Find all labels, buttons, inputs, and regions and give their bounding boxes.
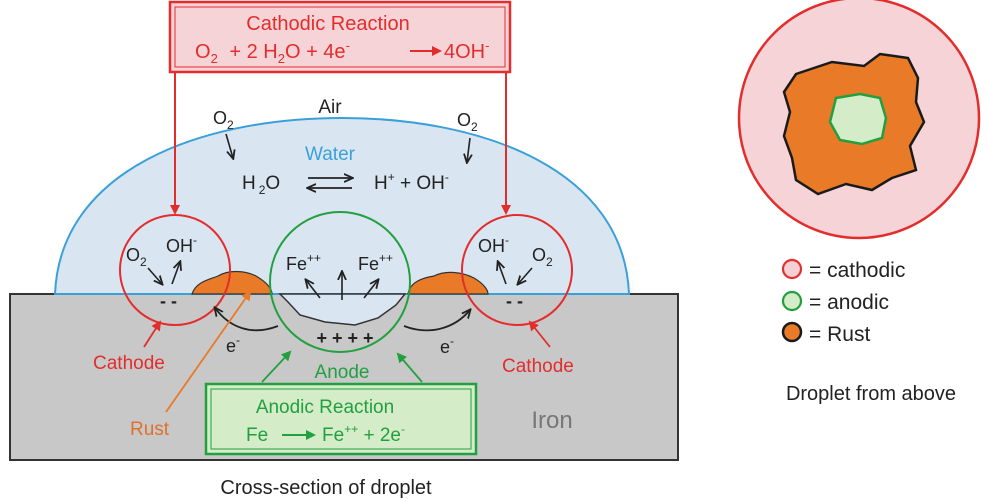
anode-positive-charges: + + + + bbox=[316, 328, 373, 348]
electron-label-left: e- bbox=[226, 333, 240, 356]
water-equation-right: H+ + OH- bbox=[374, 170, 449, 194]
o2-arrow-left bbox=[225, 133, 233, 158]
equilibrium-arrows bbox=[308, 178, 352, 188]
rust-label-arrow bbox=[165, 290, 252, 413]
electron-arrow-right bbox=[403, 310, 470, 332]
anode-arrow-right bbox=[396, 352, 423, 383]
cathode-circle-right bbox=[461, 214, 573, 326]
legend: = cathodic = anodic = Rust bbox=[781, 258, 905, 346]
anodic-reaction-reactant: Fe bbox=[246, 425, 268, 446]
rust-deposit-right bbox=[407, 271, 489, 295]
anodic-reaction-box bbox=[204, 382, 478, 456]
cathode-right-oh: OH- bbox=[478, 233, 509, 256]
cathode-left-negative-charges: - - bbox=[160, 291, 177, 311]
electron-arrow-left bbox=[215, 308, 279, 332]
water-droplet bbox=[53, 116, 631, 295]
legend-anodic-label: = anodic bbox=[809, 291, 889, 314]
anode-label: Anode bbox=[315, 362, 370, 383]
legend-rust-swatch bbox=[781, 321, 803, 343]
legend-cathodic-swatch bbox=[781, 258, 803, 280]
legend-anodic-swatch bbox=[781, 290, 803, 312]
cathode-right-arrow-o2 bbox=[518, 267, 533, 284]
cathodic-reaction-box bbox=[168, 0, 512, 74]
cathode-label-arrow-left bbox=[143, 320, 162, 348]
cathodic-reaction-product: 4OH- bbox=[444, 38, 489, 63]
cathode-left-arrow-oh bbox=[171, 262, 180, 285]
rust-label: Rust bbox=[130, 419, 170, 440]
cathode-right-negative-charges: - - bbox=[506, 291, 523, 311]
anode-fe-arrows bbox=[306, 272, 378, 300]
cathode-circle-left bbox=[119, 214, 231, 326]
top-view-anode-area bbox=[828, 92, 888, 146]
anodic-pit bbox=[278, 293, 407, 326]
cathode-right-o2: O2 bbox=[532, 245, 553, 269]
anode-arrow-left bbox=[261, 350, 292, 383]
electron-label-right: e- bbox=[440, 334, 454, 357]
water-label: Water bbox=[305, 144, 356, 165]
iron-label: Iron bbox=[531, 407, 572, 434]
legend-rust-label: = Rust bbox=[809, 323, 870, 346]
cathode-left-arrow-o2 bbox=[147, 267, 162, 284]
o2-arrow-right bbox=[467, 137, 470, 162]
anodic-reaction-title: Anodic Reaction bbox=[256, 397, 394, 418]
cathode-left-oh: OH- bbox=[166, 233, 197, 256]
cathode-label-arrow-right bbox=[528, 320, 551, 348]
legend-cathodic-label: = cathodic bbox=[809, 259, 905, 282]
anode-fe-left: Fe++ bbox=[286, 251, 321, 274]
cross-section-caption: Cross-section of droplet bbox=[220, 477, 432, 499]
cathodic-reaction-title: Cathodic Reaction bbox=[246, 13, 409, 35]
cathode-label-right: Cathode bbox=[502, 356, 574, 377]
o2-label-right: O2 bbox=[457, 110, 478, 134]
anode-fe-right: Fe++ bbox=[358, 251, 393, 274]
top-view-caption: Droplet from above bbox=[786, 383, 956, 405]
anodic-reaction-product: Fe++ + 2e- bbox=[322, 422, 405, 446]
cathode-right-arrow-oh bbox=[498, 262, 507, 285]
cathode-left-o2: O2 bbox=[126, 245, 147, 269]
anode-circle bbox=[269, 211, 411, 353]
cathode-label-left: Cathode bbox=[93, 353, 165, 374]
cathodic-reaction-equation: O2 + 2 H2O + 4e- bbox=[195, 38, 350, 66]
o2-label-left: O2 bbox=[213, 108, 234, 132]
air-label: Air bbox=[318, 97, 342, 118]
